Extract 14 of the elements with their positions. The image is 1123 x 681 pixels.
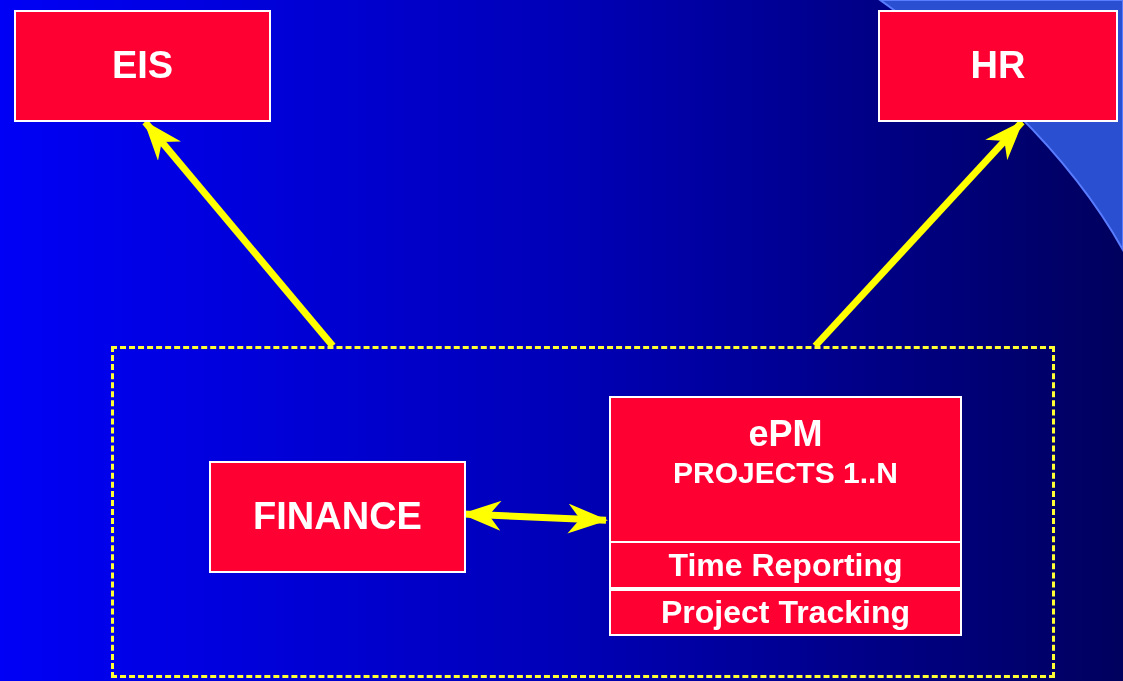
arrow (142, 119, 336, 349)
process-box (609, 396, 962, 636)
process-box (209, 461, 466, 573)
node-label: Time Reporting (668, 545, 903, 585)
process-box (878, 10, 1118, 122)
process-box (14, 10, 271, 122)
node-label: ePM (748, 412, 823, 456)
node-label: Project Tracking (661, 593, 910, 632)
node-label: PROJECTS 1..N (672, 455, 899, 492)
dashed-group-frame (111, 346, 1055, 678)
node-label: HR (970, 43, 1026, 89)
process-box (609, 541, 962, 589)
node-label: FINANCE (253, 494, 422, 540)
node-label: EIS (111, 43, 174, 89)
